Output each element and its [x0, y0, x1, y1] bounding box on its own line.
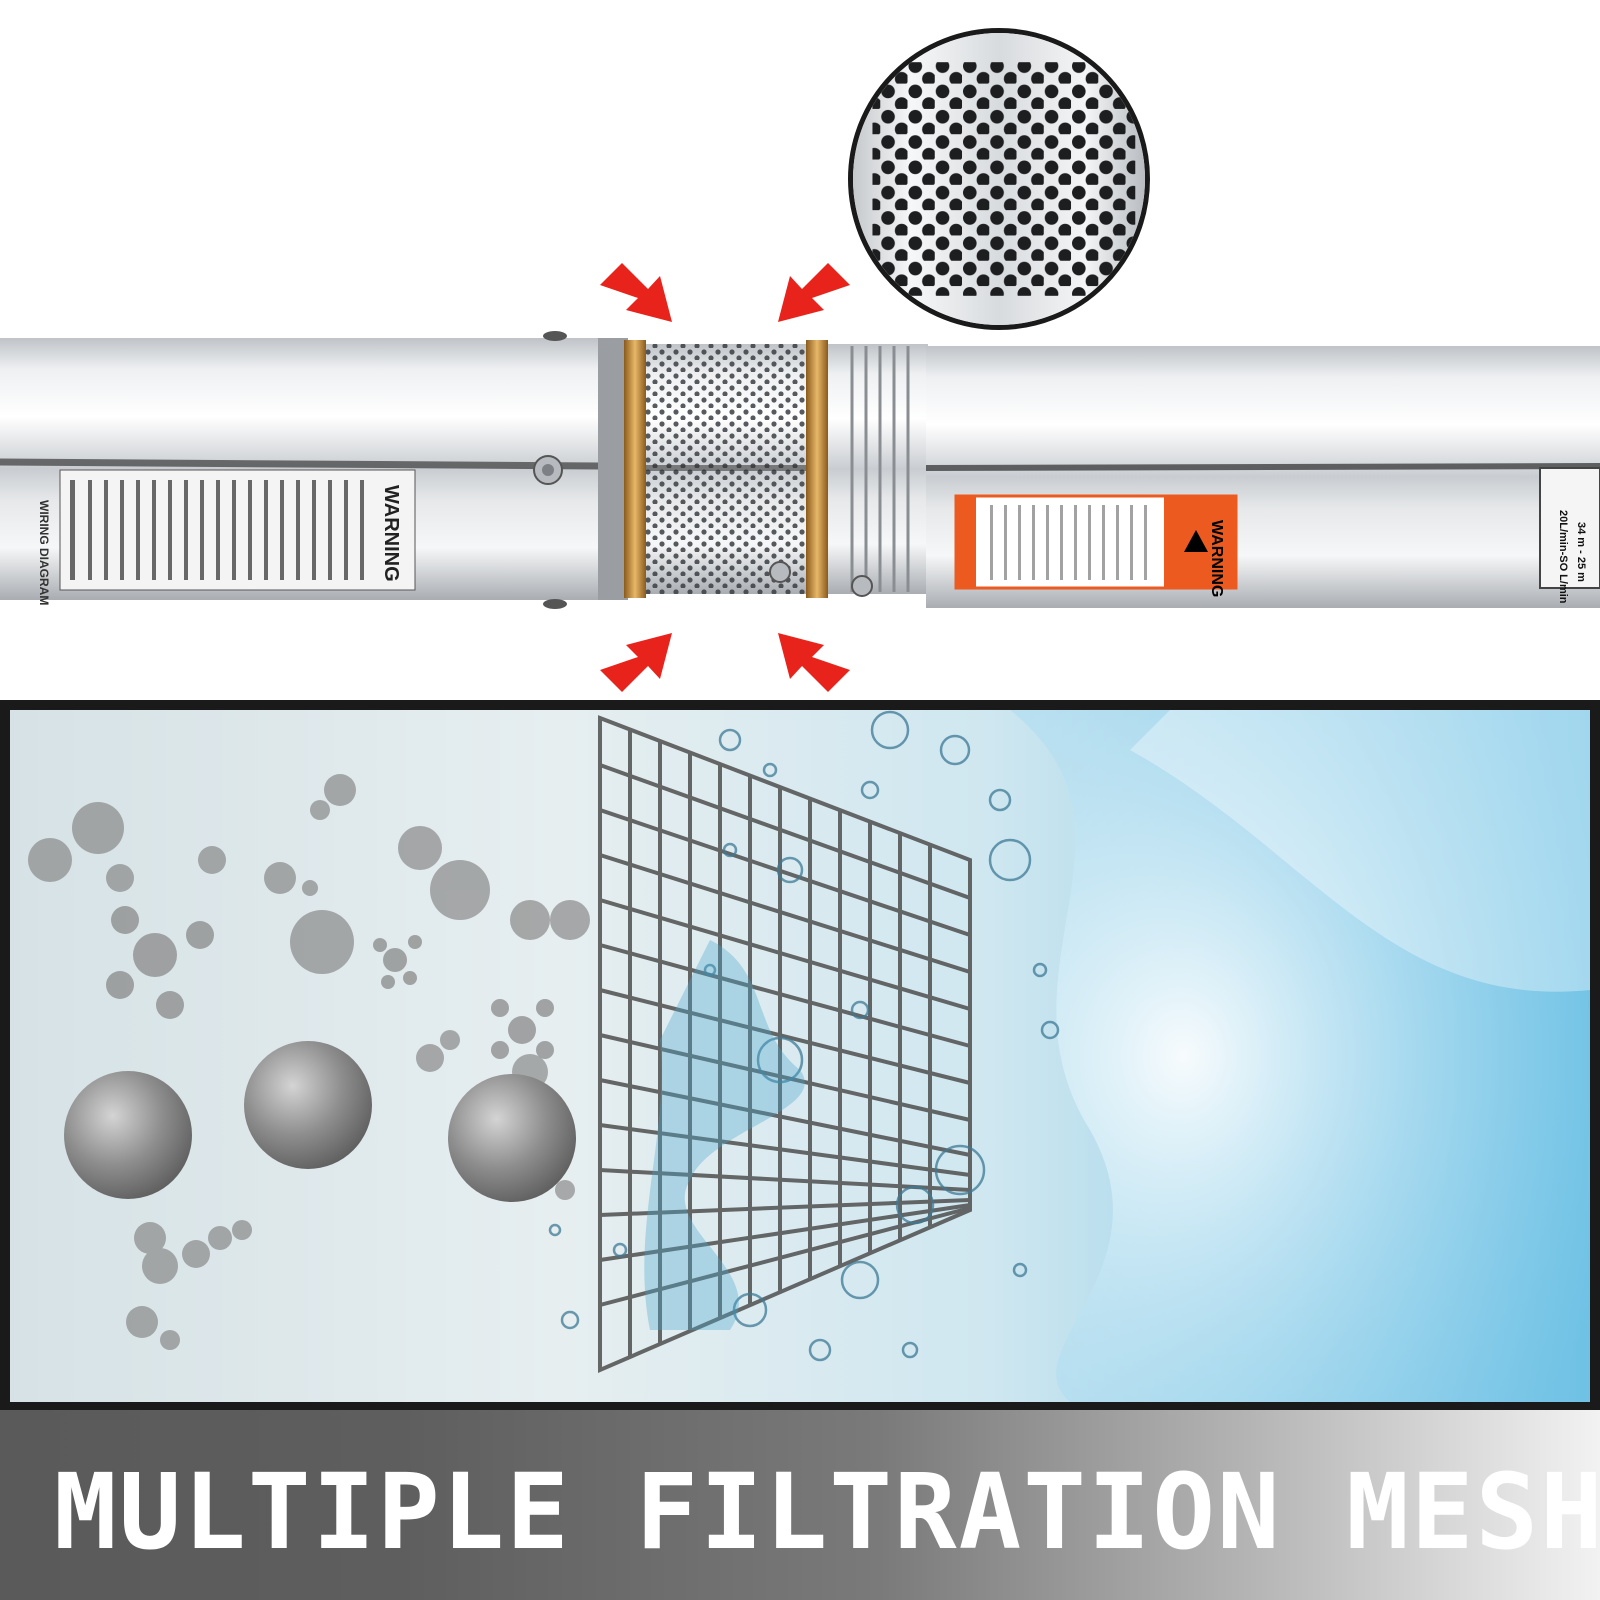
water-splash	[548, 710, 1060, 1362]
brass-ring-right	[806, 340, 828, 598]
magnifier-detail	[848, 28, 1150, 330]
pump-product-section: WARNING WIRING DIAGRAM WA	[0, 0, 1600, 700]
pump-illustration: WARNING WIRING DIAGRAM WA	[0, 263, 1600, 692]
large-particle	[64, 1071, 192, 1199]
caption-title: MULTIPLE FILTRATION MESH	[54, 1451, 1600, 1573]
wiring-diagram-text: WIRING DIAGRAM	[37, 500, 51, 605]
large-particle	[244, 1041, 372, 1169]
caption-bar: MULTIPLE FILTRATION MESH	[0, 1410, 1600, 1600]
filter-mesh-illustration	[10, 710, 1590, 1402]
filtration-panel	[0, 700, 1600, 1412]
large-particle	[448, 1074, 576, 1202]
right-warning-text: WARNING	[1208, 520, 1225, 597]
spec-plate	[1539, 467, 1600, 589]
warning-triangle-icon	[1184, 530, 1208, 552]
spec-line-2: 34 m - 25 m	[1575, 522, 1587, 582]
left-label	[59, 469, 416, 591]
threaded-section	[828, 344, 928, 594]
filter-mesh-grid	[598, 715, 972, 1374]
spec-line-1: 20L/min-SO L/min	[1557, 510, 1569, 604]
left-warning-text: WARNING	[380, 485, 402, 582]
inward-arrow-icon	[600, 263, 850, 692]
brass-ring-left	[624, 340, 646, 598]
